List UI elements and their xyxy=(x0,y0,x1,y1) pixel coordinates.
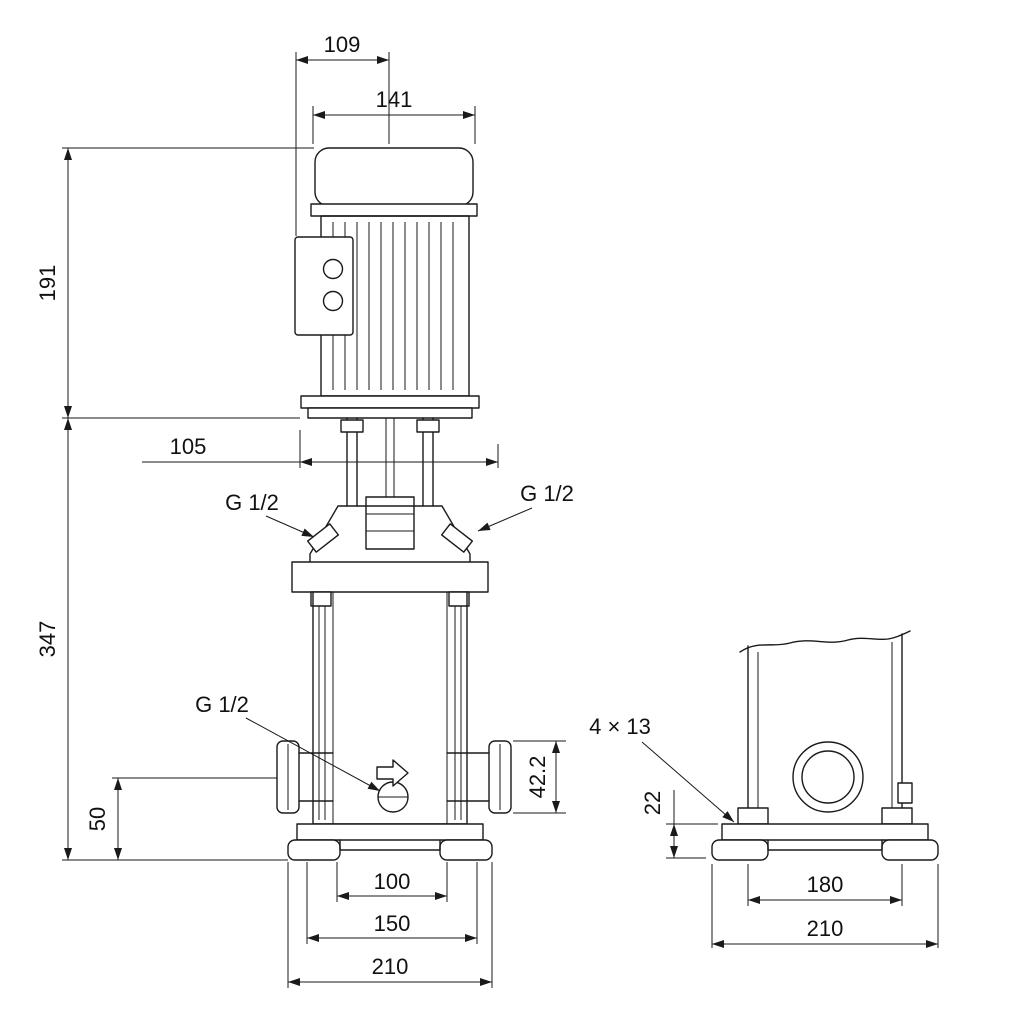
vent-plug-left xyxy=(306,523,340,553)
dim-109-label: 109 xyxy=(324,32,361,57)
staybolt-nut-left xyxy=(310,591,332,607)
side-base-foot-right xyxy=(881,839,939,861)
leader-lines xyxy=(245,507,735,823)
motor-terminal-box xyxy=(294,236,354,336)
shaft-coupling xyxy=(365,496,415,550)
dim-42-2-label: 42.2 xyxy=(525,756,550,799)
dimension-labels: 109 141 191 347 105 50 42.2 G 1/2 G 1/2 … xyxy=(35,32,843,979)
g12-right-label: G 1/2 xyxy=(520,481,574,506)
leader-g12-right xyxy=(477,507,533,532)
coupling-lantern xyxy=(340,417,440,550)
pump-front-view xyxy=(276,147,512,861)
motor-fan-cover xyxy=(310,147,478,217)
side-base-foot-left xyxy=(711,839,769,861)
dim-180-label: 180 xyxy=(807,872,844,897)
base-foot-right xyxy=(439,839,493,861)
vent-plug-right xyxy=(440,523,474,553)
leader-g12-drain xyxy=(245,717,381,792)
base-holes-label: 4 × 13 xyxy=(589,714,651,739)
leader-g12-left xyxy=(265,515,315,538)
side-tab xyxy=(897,782,913,804)
pump-head xyxy=(291,505,489,593)
outlet-port xyxy=(446,740,512,814)
cable-entry-hole xyxy=(322,258,344,280)
side-base xyxy=(711,823,939,861)
side-sleeve xyxy=(737,630,913,825)
pump-side-view xyxy=(711,630,939,861)
dim-150-label: 150 xyxy=(374,911,411,936)
extension-lines xyxy=(62,52,939,988)
dim-22-label: 22 xyxy=(640,791,665,815)
dim-347-label: 347 xyxy=(35,621,60,658)
dim-50-label: 50 xyxy=(85,807,110,831)
leader-base-holes xyxy=(641,741,735,823)
head-flange xyxy=(291,561,489,593)
dim-210-front-label: 210 xyxy=(372,954,409,979)
pump-base xyxy=(287,823,493,861)
dim-210-side-label: 210 xyxy=(807,916,844,941)
base-foot-left xyxy=(287,839,341,861)
cable-entry-hole xyxy=(322,290,344,312)
dim-105-label: 105 xyxy=(170,434,207,459)
dim-100-label: 100 xyxy=(374,869,411,894)
side-foot-tab-right xyxy=(881,807,913,825)
side-port xyxy=(792,741,864,813)
inlet-port xyxy=(276,740,334,814)
g12-left-label: G 1/2 xyxy=(225,490,279,515)
flow-direction-arrow-icon xyxy=(376,759,409,787)
side-foot-tab-left xyxy=(737,807,769,825)
dimension-lines xyxy=(64,56,938,986)
dim-141-label: 141 xyxy=(376,87,413,112)
g12-drain-label: G 1/2 xyxy=(195,692,249,717)
staybolt-nut-right xyxy=(448,591,470,607)
motor-flange xyxy=(300,395,480,419)
dim-191-label: 191 xyxy=(35,265,60,302)
